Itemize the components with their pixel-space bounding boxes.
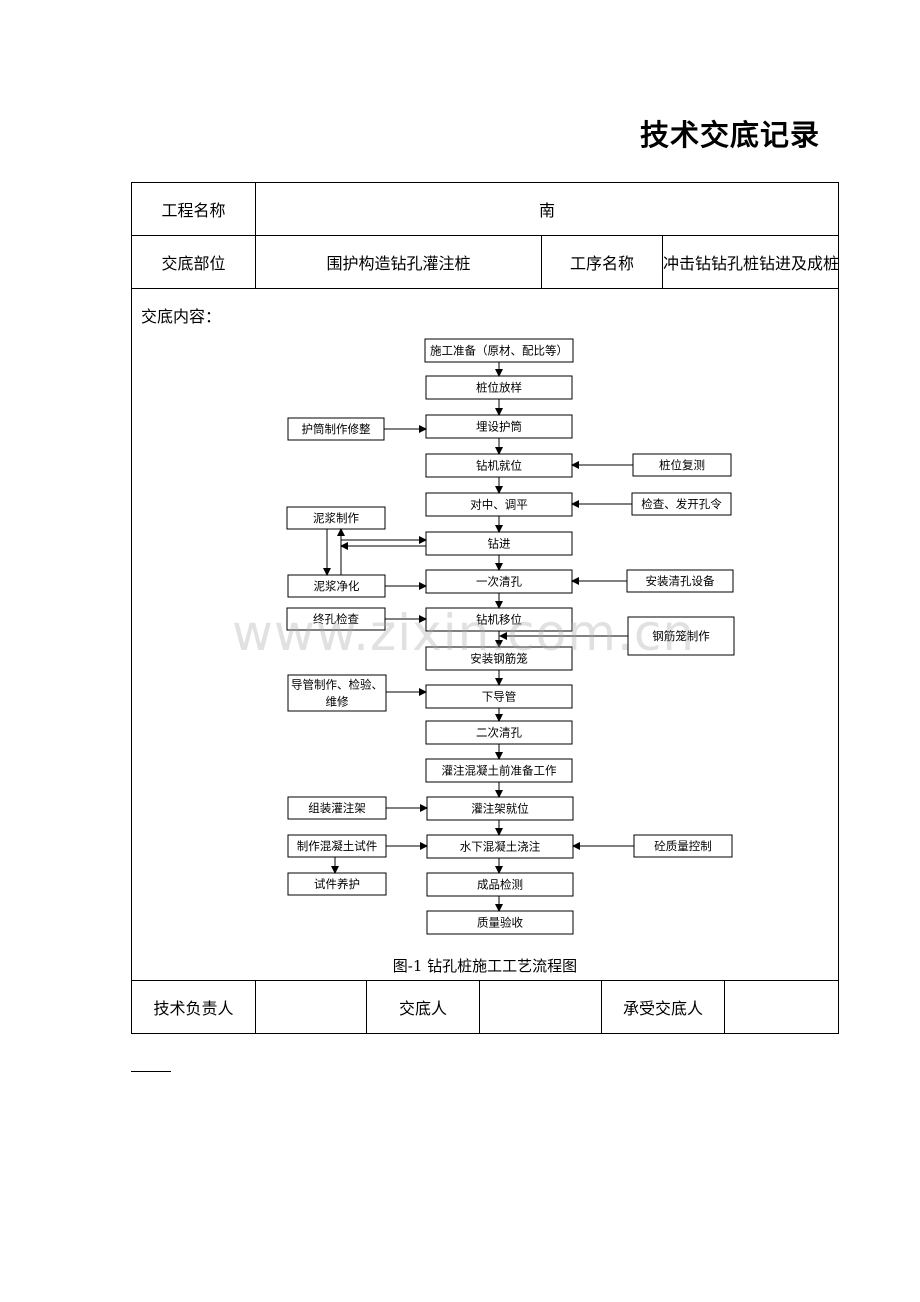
flow-main-step: 钻机就位 xyxy=(425,453,573,478)
flow-right-step: 钢筋笼制作 xyxy=(627,616,735,656)
part-value: 围护构造钻孔灌注桩 xyxy=(255,235,542,289)
receiver-label: 承受交底人 xyxy=(601,980,725,1034)
flow-left-step: 导管制作、检验、维修 xyxy=(287,674,387,712)
flow-left-step-label: 维修 xyxy=(326,695,349,709)
flow-main-step-label: 成品检测 xyxy=(477,878,523,892)
content-label: 交底内容： xyxy=(141,307,222,326)
flow-main-step: 灌注混凝土前准备工作 xyxy=(425,758,573,783)
discloser-value[interactable] xyxy=(479,980,602,1034)
flow-left-step: 组装灌注架 xyxy=(287,796,387,820)
disclosure-table: 工程名称 南 交底部位 围护构造钻孔灌注桩 工序名称 冲击钻钻孔桩钻进及成桩 交… xyxy=(130,182,840,1034)
flow-main-step: 灌注架就位 xyxy=(426,796,574,821)
flow-right-step-label: 检查、发开孔令 xyxy=(641,497,722,511)
flow-left-step-label: 泥浆制作 xyxy=(313,511,359,525)
flow-main-step-label: 钻机移位 xyxy=(476,613,522,627)
flow-left-step-label: 导管制作、检验、 xyxy=(291,678,383,692)
flow-main-step: 钻进 xyxy=(425,531,573,556)
flow-main-step: 对中、调平 xyxy=(425,492,573,517)
flow-left-step-label: 泥浆净化 xyxy=(314,579,360,593)
flow-main-step: 桩位放样 xyxy=(425,375,573,400)
flow-left-step: 泥浆净化 xyxy=(287,574,386,598)
flow-left-step: 终孔检查 xyxy=(286,607,386,631)
content-cell: 交底内容： 施工准备（原材、配比等） 桩位放样埋设护筒钻机就位对中、调平钻进一次清… xyxy=(130,288,840,981)
flow-main-step-label: 安装钢筋笼 xyxy=(470,652,528,666)
flow-main-step-label: 灌注混凝土前准备工作 xyxy=(442,764,557,778)
flow-right-step-label: 钢筋笼制作 xyxy=(652,629,710,643)
footnote-rule xyxy=(131,1071,171,1072)
flow-main-step: 水下混凝土浇注 xyxy=(426,834,574,859)
process-value: 冲击钻钻孔桩钻进及成桩 xyxy=(661,235,840,289)
part-label: 交底部位 xyxy=(131,235,256,289)
flow-main-step-label: 对中、调平 xyxy=(470,498,528,512)
flow-main-step: 安装钢筋笼 xyxy=(425,646,573,671)
flow-main-step: 下导管 xyxy=(425,684,573,709)
flow-left-step-label: 组装灌注架 xyxy=(308,801,366,815)
flow-left-step: 泥浆制作 xyxy=(286,506,386,530)
flow-left-step-label: 终孔检查 xyxy=(313,612,359,626)
flow-main-step-label: 二次清孔 xyxy=(476,726,522,740)
flow-right-step: 砼质量控制 xyxy=(633,834,733,858)
flow-main-step: 钻机移位 xyxy=(425,607,573,632)
flow-chart: 施工准备（原材、配比等）桩位放样埋设护筒钻机就位对中、调平钻进一次清孔钻机移位安… xyxy=(286,338,735,975)
flow-main-step-label: 质量验收 xyxy=(477,916,523,930)
project-name-value: 南 xyxy=(254,182,840,236)
flow-main-step: 质量验收 xyxy=(426,910,574,935)
receiver-value[interactable] xyxy=(723,980,840,1034)
flow-main-step-label: 施工准备（原材、配比等） xyxy=(430,344,568,358)
flow-right-step-label: 桩位复测 xyxy=(659,458,705,472)
flow-main-step-label: 钻进 xyxy=(488,537,511,551)
flow-main-step: 一次清孔 xyxy=(425,569,573,594)
tech-lead-value[interactable] xyxy=(255,980,367,1034)
flow-main-step: 埋设护筒 xyxy=(425,414,573,439)
document-title: 技术交底记录 xyxy=(640,118,821,152)
flow-main-step: 成品检测 xyxy=(426,872,574,897)
flow-main-step-label: 一次清孔 xyxy=(476,575,522,589)
flow-left-step-label: 制作混凝土试件 xyxy=(297,839,378,853)
flow-right-step: 检查、发开孔令 xyxy=(631,492,732,516)
flow-caption: 图-1 钻孔桩施工工艺流程图 xyxy=(393,957,577,975)
flow-main-step-label: 水下混凝土浇注 xyxy=(460,840,541,854)
flow-main-step-label: 钻机就位 xyxy=(476,459,522,473)
flow-left-step: 护筒制作修整 xyxy=(287,417,385,441)
flow-main-step-label: 下导管 xyxy=(482,690,517,704)
flow-main-step-label: 埋设护筒 xyxy=(476,420,522,434)
flow-right-step: 安装清孔设备 xyxy=(626,569,734,593)
flow-main-step-label: 灌注架就位 xyxy=(471,802,529,816)
process-label: 工序名称 xyxy=(541,235,663,289)
flow-left-step-label: 护筒制作修整 xyxy=(302,422,371,436)
discloser-label: 交底人 xyxy=(366,980,480,1034)
tech-lead-label: 技术负责人 xyxy=(131,980,256,1034)
flow-left-step-label: 试件养护 xyxy=(314,877,360,891)
project-name-label: 工程名称 xyxy=(131,182,256,236)
flow-right-step-label: 砼质量控制 xyxy=(654,839,712,853)
flow-right-step: 桩位复测 xyxy=(632,453,732,477)
flow-left-step: 试件养护 xyxy=(287,872,387,896)
flow-left-step: 制作混凝土试件 xyxy=(287,834,387,858)
flow-main-step-label: 桩位放样 xyxy=(476,381,522,395)
flow-main-step: 二次清孔 xyxy=(425,720,573,745)
flow-main-step: 施工准备（原材、配比等） xyxy=(424,338,574,363)
flow-right-step-label: 安装清孔设备 xyxy=(646,574,715,588)
